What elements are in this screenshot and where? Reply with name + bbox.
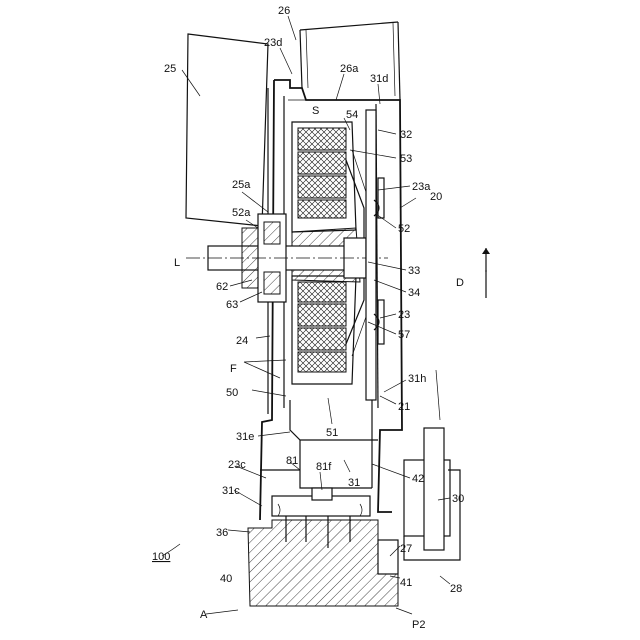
label-36: 36 — [216, 527, 228, 539]
label-23c: 23c — [228, 459, 246, 471]
board-25 — [186, 34, 268, 226]
side-assembly-42 — [404, 370, 460, 560]
label-S: S — [312, 105, 319, 117]
label-100: 100 — [152, 551, 170, 563]
label-24: 24 — [236, 335, 248, 347]
label-81f: 81f — [316, 461, 332, 473]
stator-lower — [292, 276, 356, 384]
label-A: A — [200, 609, 208, 621]
label-34: 34 — [408, 287, 420, 299]
label-L: L — [174, 257, 180, 269]
label-25a: 25a — [232, 179, 251, 191]
label-50: 50 — [226, 387, 238, 399]
label-23d: 23d — [264, 37, 282, 49]
label-23a: 23a — [412, 181, 431, 193]
label-31e: 31e — [236, 431, 254, 443]
label-31c: 31c — [222, 485, 240, 497]
label-53: 53 — [400, 153, 412, 165]
label-21: 21 — [398, 401, 410, 413]
label-62: 62 — [216, 281, 228, 293]
label-54: 54 — [346, 109, 358, 121]
label-32: 32 — [400, 129, 412, 141]
label-33: 33 — [408, 265, 420, 277]
label-28: 28 — [450, 583, 462, 595]
label-40: 40 — [220, 573, 232, 585]
label-81: 81 — [286, 455, 298, 467]
label-30: 30 — [452, 493, 464, 505]
label-42: 42 — [412, 473, 424, 485]
label-25: 25 — [164, 63, 176, 75]
label-20: 20 — [430, 191, 442, 203]
label-63: 63 — [226, 299, 238, 311]
label-31d: 31d — [370, 73, 388, 85]
label-52a: 52a — [232, 207, 251, 219]
label-P2: P2 — [412, 619, 425, 631]
lower-chamber-31 — [260, 400, 378, 488]
stator-upper — [292, 122, 356, 232]
label-26: 26 — [278, 5, 290, 17]
label-31: 31 — [348, 477, 360, 489]
label-51: 51 — [326, 427, 338, 439]
label-57: 57 — [398, 329, 410, 341]
label-26a: 26a — [340, 63, 359, 75]
label-F: F — [230, 363, 237, 375]
label-23: 23 — [398, 309, 410, 321]
label-52: 52 — [398, 223, 410, 235]
label-41: 41 — [400, 577, 412, 589]
label-D: D — [456, 277, 464, 289]
duct-26 — [300, 22, 400, 100]
label-31h: 31h — [408, 373, 426, 385]
label-27: 27 — [400, 543, 412, 555]
direction-arrow-D — [482, 248, 490, 298]
block-40 — [248, 520, 398, 606]
